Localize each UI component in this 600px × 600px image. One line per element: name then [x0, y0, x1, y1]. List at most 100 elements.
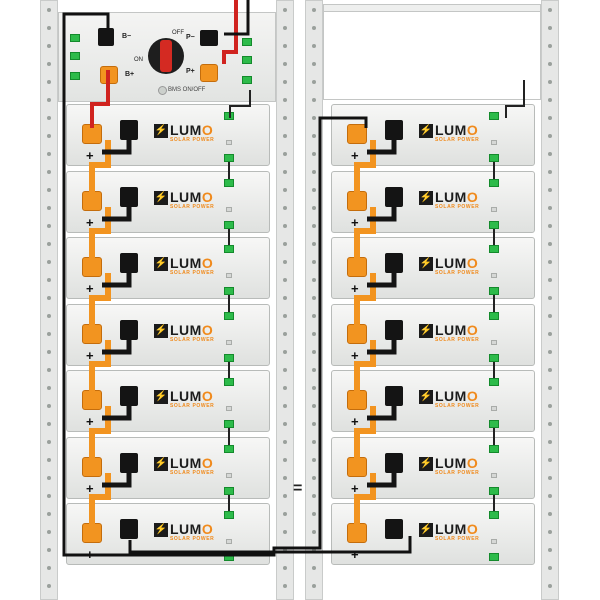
- brand-word: LUMO: [435, 455, 479, 471]
- comm-connector: [489, 378, 499, 386]
- negative-terminal: [120, 120, 138, 140]
- brand-bolt-icon: ⚡: [419, 191, 433, 205]
- rail-mounting-hole: [283, 548, 287, 552]
- rail-mounting-hole: [47, 368, 51, 372]
- rail-mounting-hole: [47, 350, 51, 354]
- comm-connector: [224, 445, 234, 453]
- rail-mounting-hole: [312, 116, 316, 120]
- brand-tagline: SOLAR POWER: [435, 137, 480, 143]
- rail-mounting-hole: [283, 170, 287, 174]
- positive-terminal-label: +: [351, 481, 359, 496]
- brand-word-main: LUM: [170, 122, 202, 138]
- brand-tagline: SOLAR POWER: [435, 536, 480, 542]
- rail-mounting-hole: [312, 494, 316, 498]
- brand-word: LUMO: [435, 123, 479, 137]
- rail-mounting-hole: [548, 350, 552, 354]
- rail-mounting-hole: [47, 44, 51, 48]
- rail-mounting-hole: [548, 494, 552, 498]
- rail-mounting-hole: [312, 296, 316, 300]
- dip-switch: [226, 140, 232, 145]
- rail-mounting-hole: [283, 314, 287, 318]
- positive-terminal: [347, 390, 367, 410]
- rail-mounting-hole: [47, 260, 51, 264]
- rail-mounting-hole: [283, 134, 287, 138]
- rail-mounting-hole: [283, 206, 287, 210]
- rail-mounting-hole: [47, 116, 51, 120]
- negative-terminal: [385, 253, 403, 273]
- brand-word-accent: O: [201, 388, 214, 404]
- brand-bolt-icon: ⚡: [419, 457, 433, 471]
- negative-terminal: [385, 386, 403, 406]
- comm-connector: [489, 354, 499, 362]
- brand-word-accent: O: [466, 322, 479, 338]
- p-minus-label: P−: [186, 34, 195, 41]
- rail-mounting-hole: [47, 458, 51, 462]
- brand-tagline: SOLAR POWER: [435, 270, 480, 276]
- rail-mounting-hole: [47, 134, 51, 138]
- rail-mounting-hole: [283, 350, 287, 354]
- brand-word-accent: O: [466, 521, 479, 537]
- rail-mounting-hole: [47, 476, 51, 480]
- dip-switch: [491, 140, 497, 145]
- dip-switch: [226, 340, 232, 345]
- positive-terminal: [82, 523, 102, 543]
- rack-separator: =: [293, 480, 303, 497]
- rail-mounting-hole: [548, 422, 552, 426]
- rail-mounting-hole: [283, 476, 287, 480]
- rail-mounting-hole: [312, 80, 316, 84]
- rail-mounting-hole: [548, 26, 552, 30]
- rail-mounting-hole: [312, 134, 316, 138]
- brand-word-main: LUM: [170, 388, 202, 404]
- rail-mounting-hole: [312, 98, 316, 102]
- positive-terminal: [82, 457, 102, 477]
- positive-terminal-label: +: [351, 414, 359, 429]
- rail-mounting-hole: [312, 386, 316, 390]
- rail-mounting-hole: [47, 512, 51, 516]
- rail-mounting-hole: [312, 566, 316, 570]
- positive-terminal-label: +: [351, 348, 359, 363]
- rail-mounting-hole: [312, 368, 316, 372]
- brand-word-accent: O: [201, 189, 214, 205]
- brand-word-accent: O: [201, 322, 214, 338]
- positive-terminal: [347, 124, 367, 144]
- rail-mounting-hole: [47, 440, 51, 444]
- negative-terminal: [120, 453, 138, 473]
- rail-mounting-hole: [47, 242, 51, 246]
- rail-mounting-hole: [47, 206, 51, 210]
- negative-terminal: [385, 519, 403, 539]
- rail-mounting-hole: [283, 530, 287, 534]
- rail-mounting-hole: [47, 26, 51, 30]
- rail-mounting-hole: [548, 278, 552, 282]
- rail-mounting-hole: [312, 260, 316, 264]
- rail-mounting-hole: [283, 494, 287, 498]
- negative-terminal: [385, 187, 403, 207]
- comm-connector: [489, 221, 499, 229]
- brand-word: LUMO: [435, 521, 479, 537]
- brand-word: LUMO: [170, 456, 214, 470]
- comm-connector: [224, 553, 234, 561]
- rail-mounting-hole: [47, 98, 51, 102]
- main-switch[interactable]: [148, 38, 184, 74]
- main-switch-handle[interactable]: [160, 40, 172, 72]
- rail-mounting-hole: [283, 98, 287, 102]
- rail-mounting-hole: [47, 278, 51, 282]
- brand-bolt-icon: ⚡: [419, 257, 433, 271]
- rail-mounting-hole: [548, 224, 552, 228]
- rail-mounting-hole: [312, 350, 316, 354]
- rail-mounting-hole: [283, 512, 287, 516]
- brand-word-accent: O: [466, 455, 479, 471]
- brand-word: LUMO: [435, 322, 479, 338]
- comm-connector: [224, 511, 234, 519]
- brand-word-main: LUM: [435, 322, 467, 338]
- positive-terminal-label: +: [86, 281, 94, 296]
- comm-connector: [224, 287, 234, 295]
- rail-mounting-hole: [548, 386, 552, 390]
- negative-terminal: [120, 320, 138, 340]
- negative-terminal: [385, 120, 403, 140]
